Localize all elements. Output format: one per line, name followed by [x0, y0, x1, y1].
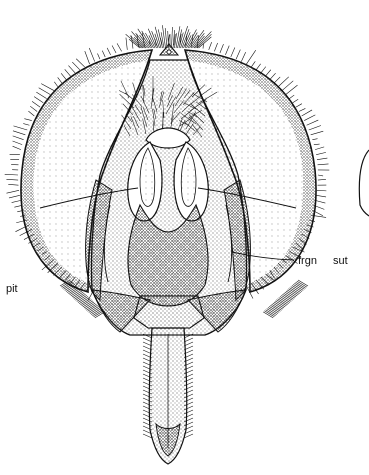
bristle: [246, 50, 255, 64]
bristle: [23, 124, 29, 126]
bristle: [30, 106, 37, 111]
bristle: [9, 195, 20, 198]
bristle: [316, 195, 326, 197]
bristle: [117, 43, 122, 51]
bristle: [126, 34, 142, 48]
bristle: [286, 85, 298, 94]
bristle: [13, 141, 23, 145]
bristle: [289, 95, 294, 99]
bristle: [318, 175, 323, 176]
bristle: [28, 111, 34, 116]
bristle: [12, 200, 21, 202]
bristle: [302, 110, 312, 116]
label-sut: sut: [333, 255, 348, 267]
bristle: [85, 51, 90, 64]
bristle: [309, 126, 321, 130]
bristle: [274, 77, 280, 83]
bristle: [41, 84, 54, 91]
bristle: [315, 200, 325, 203]
bristle: [76, 59, 84, 67]
bristle: [61, 73, 66, 79]
bristle: [293, 99, 298, 103]
ocellus: [167, 50, 171, 54]
bristle: [265, 70, 270, 76]
bristle: [231, 48, 235, 57]
bristle: [13, 136, 24, 140]
bristle: [299, 108, 306, 111]
bristle: [236, 50, 240, 59]
bristle: [13, 146, 21, 149]
bristle: [148, 29, 156, 48]
bristle: [102, 51, 105, 57]
bristle: [6, 190, 19, 193]
bristle: [282, 81, 293, 91]
bristle: [318, 164, 329, 165]
bristle: [24, 119, 31, 121]
bristle: [8, 184, 18, 185]
bristle: [307, 120, 319, 125]
bristle: [13, 131, 25, 135]
bristle: [256, 64, 260, 70]
bristle: [312, 139, 317, 140]
bristle: [97, 54, 99, 60]
bristle: [317, 190, 326, 191]
bristle: [214, 43, 217, 51]
bristle: [225, 46, 229, 55]
bristle: [13, 126, 27, 130]
bristle: [311, 131, 324, 135]
bristle: [304, 115, 315, 121]
bristle: [241, 52, 245, 61]
bristle: [296, 104, 302, 107]
bristle: [112, 45, 116, 53]
bristle: [165, 28, 167, 48]
bristle: [36, 92, 46, 98]
bristle: [220, 44, 224, 53]
bristle: [32, 101, 40, 107]
bristle: [126, 38, 127, 50]
label-frgn: frgn: [298, 255, 317, 267]
adjacent-figure-edge: [359, 150, 369, 216]
bristle: [65, 69, 71, 76]
bristle: [278, 77, 289, 87]
bristle: [209, 42, 212, 50]
bristle: [89, 48, 94, 62]
bristle: [6, 179, 18, 180]
clypeus: [134, 296, 204, 328]
bristle: [251, 61, 255, 67]
bristle: [5, 174, 18, 175]
bristle: [145, 33, 153, 48]
bristle: [314, 144, 320, 145]
label-pit: pit: [6, 283, 18, 295]
bristle: [316, 152, 326, 154]
bristle: [318, 179, 326, 180]
bristle: [68, 66, 75, 73]
bristle: [72, 62, 80, 70]
bristle: [54, 82, 58, 87]
bristle: [315, 147, 324, 150]
bristle: [270, 73, 276, 79]
bristle: [58, 77, 62, 83]
bristle: [172, 27, 173, 48]
bristle: [39, 88, 51, 95]
bristle: [317, 158, 327, 160]
bristle: [34, 97, 43, 103]
bristle: [107, 48, 110, 55]
bristle: [261, 67, 266, 73]
